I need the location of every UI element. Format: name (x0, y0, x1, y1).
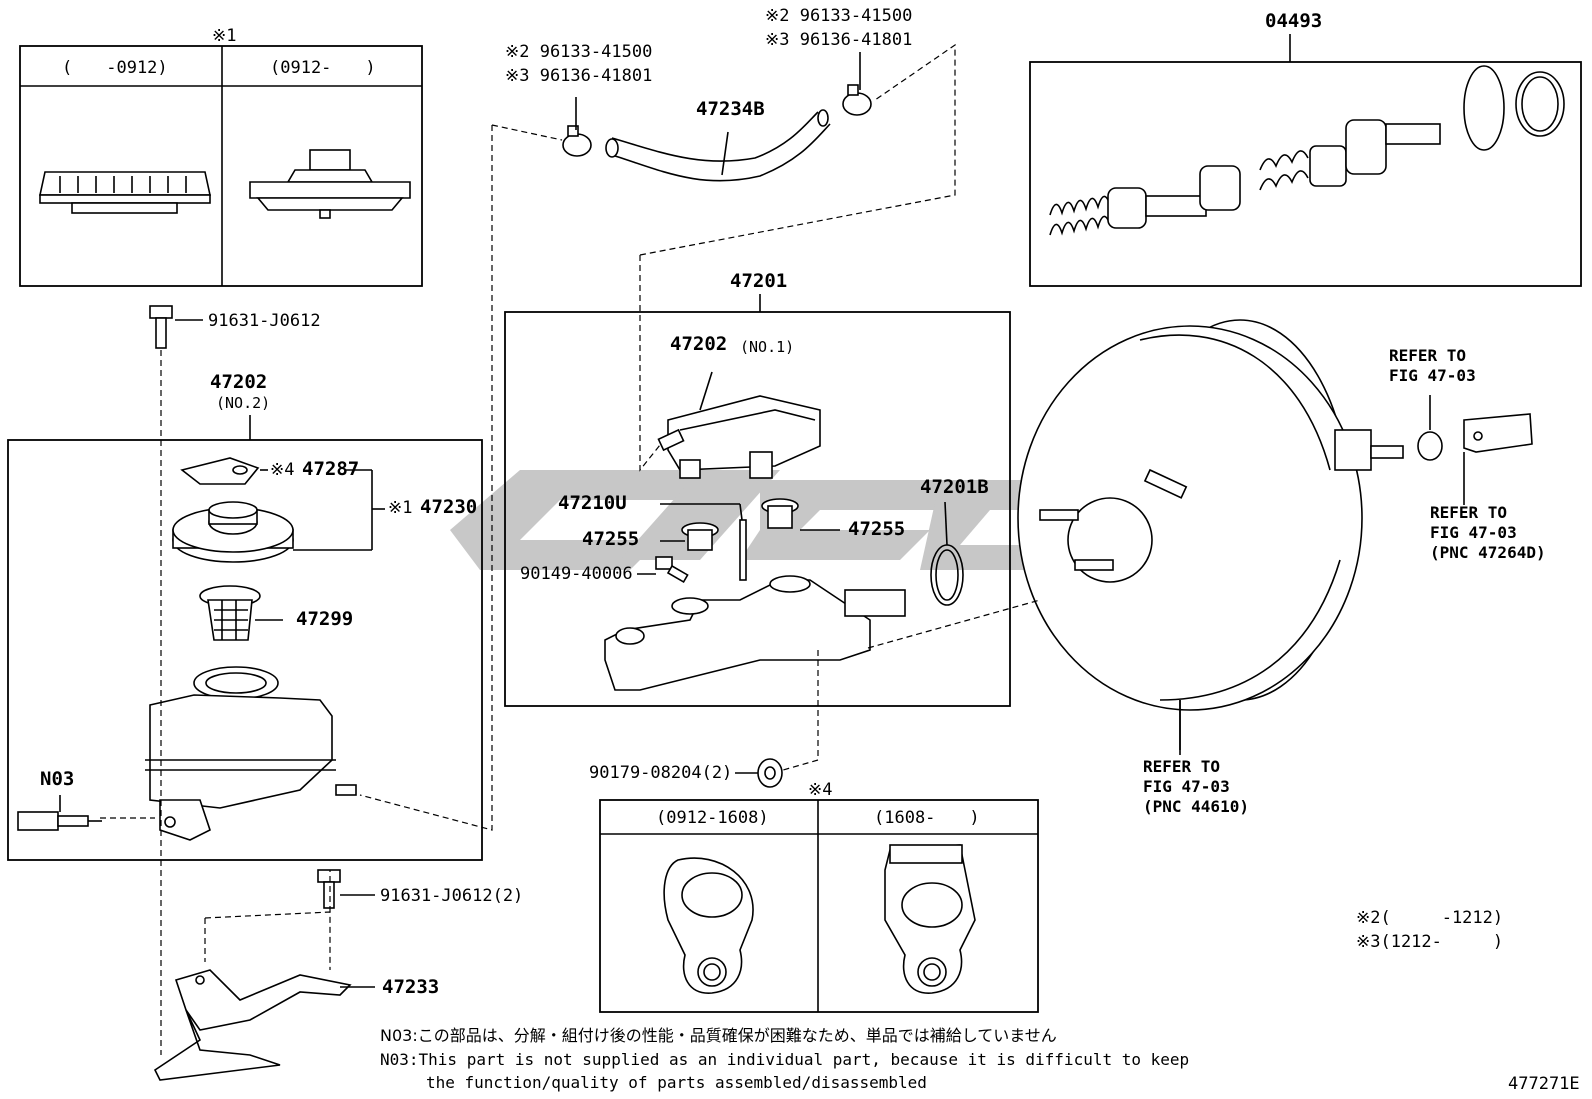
inset1-mark: ※1 (212, 26, 237, 46)
figure-code: 477271E (1508, 1074, 1580, 1094)
inset1-col-left: ( -0912) (62, 58, 168, 78)
n03-label: N03 (40, 768, 75, 790)
hose-part-label: 47234B (696, 98, 765, 120)
bolt-top-label: 91631-J0612 (208, 311, 321, 331)
clevis-drawing (1463, 413, 1533, 505)
inset4-table (599, 799, 1039, 1013)
clamp-right-drawing (842, 84, 872, 116)
bracket-part-label: 47233 (382, 976, 440, 998)
reservoir-47202-drawing (145, 666, 357, 841)
reservoir-box (7, 415, 483, 861)
strainer-47299-drawing (199, 585, 261, 641)
reservoir-no2-label: 47202 (210, 371, 268, 393)
pin-47210u-drawing (739, 519, 747, 581)
screw-part-label: 90149-40006 (520, 564, 633, 584)
clamp-right-line2: ※3 96136-41801 (765, 30, 913, 50)
kit-parts-drawing (1049, 65, 1565, 236)
kit-part-label: 04493 (1265, 10, 1323, 32)
clamp-left-drawing (562, 125, 592, 157)
reservoir-no1-sub: (NO.1) (740, 338, 795, 356)
grommet-right-drawing (761, 498, 799, 529)
clamp-left-line1: ※2 96133-41500 (505, 42, 653, 62)
oring-part-label: 47201B (920, 476, 989, 498)
gasket-part-label: 47287 (302, 458, 360, 480)
inset1-table (19, 45, 423, 287)
cap-mark: ※1 (388, 498, 413, 518)
note-en-line2: the function/quality of parts assembled/… (426, 1073, 927, 1092)
inset4-mark: ※4 (808, 780, 833, 800)
cap-47230-drawing (172, 501, 294, 563)
grommet-left-drawing (681, 522, 719, 551)
reservoir-no1-label: 47202 (670, 333, 728, 355)
grommet-right-label: 47255 (848, 518, 906, 540)
clamp-right-line1: ※2 96133-41500 (765, 6, 913, 26)
master-cyl-part-label: 47201 (730, 270, 788, 292)
hose-47234b-drawing (605, 109, 831, 182)
inset4-col-left: (0912-1608) (656, 808, 769, 828)
sensor-n03-drawing (17, 811, 102, 831)
strainer-part-label: 47299 (296, 608, 354, 630)
gasket-old-drawing (663, 857, 754, 994)
cap-part-label: 47230 (420, 496, 478, 518)
gasket-mark: ※4 (270, 460, 295, 480)
legend-line3: ※3(1212- ) (1356, 932, 1504, 952)
grommet-left-label: 47255 (582, 528, 640, 550)
leader-lines (59, 52, 1181, 988)
inset4-col-right: (1608- ) (874, 808, 980, 828)
note-jp: N03:この部品は、分解・組付け後の性能・品質確保が困難なため、単品では補給して… (380, 1026, 1057, 1045)
bolt-bottom-drawing (317, 869, 341, 909)
screw-90149-drawing (655, 556, 689, 584)
inset1-col-right: (0912- ) (270, 58, 376, 78)
ref-pnc47264d-label: REFER TO FIG 47-03 (PNC 47264D) (1430, 503, 1546, 562)
gasket-new-drawing (884, 844, 976, 994)
reservoir-no2-sub: (NO.2) (216, 394, 271, 412)
ref-top-label: REFER TO FIG 47-03 (1389, 346, 1476, 385)
reservoir-no1-drawing (657, 395, 821, 479)
brake-booster-drawing (1017, 319, 1404, 750)
gasket-47287-drawing (180, 457, 260, 485)
clamp-left-line2: ※3 96136-41801 (505, 66, 653, 86)
pin-part-label: 47210U (558, 492, 627, 514)
bolt-bottom-label: 91631-J0612(2) (380, 886, 524, 906)
bolt-top-drawing (149, 305, 173, 349)
nut-part-label: 90179-08204(2) (589, 763, 733, 783)
nut-drawing (1417, 395, 1443, 461)
master-cylinder-box (504, 294, 1011, 707)
nut-90179-drawing (757, 758, 783, 788)
kit-box (1029, 34, 1582, 287)
dashed-guides (100, 43, 1041, 1055)
note-en-line1: N03:This part is not supplied as an indi… (380, 1050, 1190, 1069)
master-cylinder-drawing (604, 575, 906, 691)
bracket-47233-drawing (153, 969, 352, 1081)
cap-new-drawing (249, 149, 411, 219)
ref-pnc44610-label: REFER TO FIG 47-03 (PNC 44610) (1143, 757, 1249, 816)
cap-old-drawing (39, 171, 211, 214)
legend-line2: ※2( -1212) (1356, 908, 1504, 928)
